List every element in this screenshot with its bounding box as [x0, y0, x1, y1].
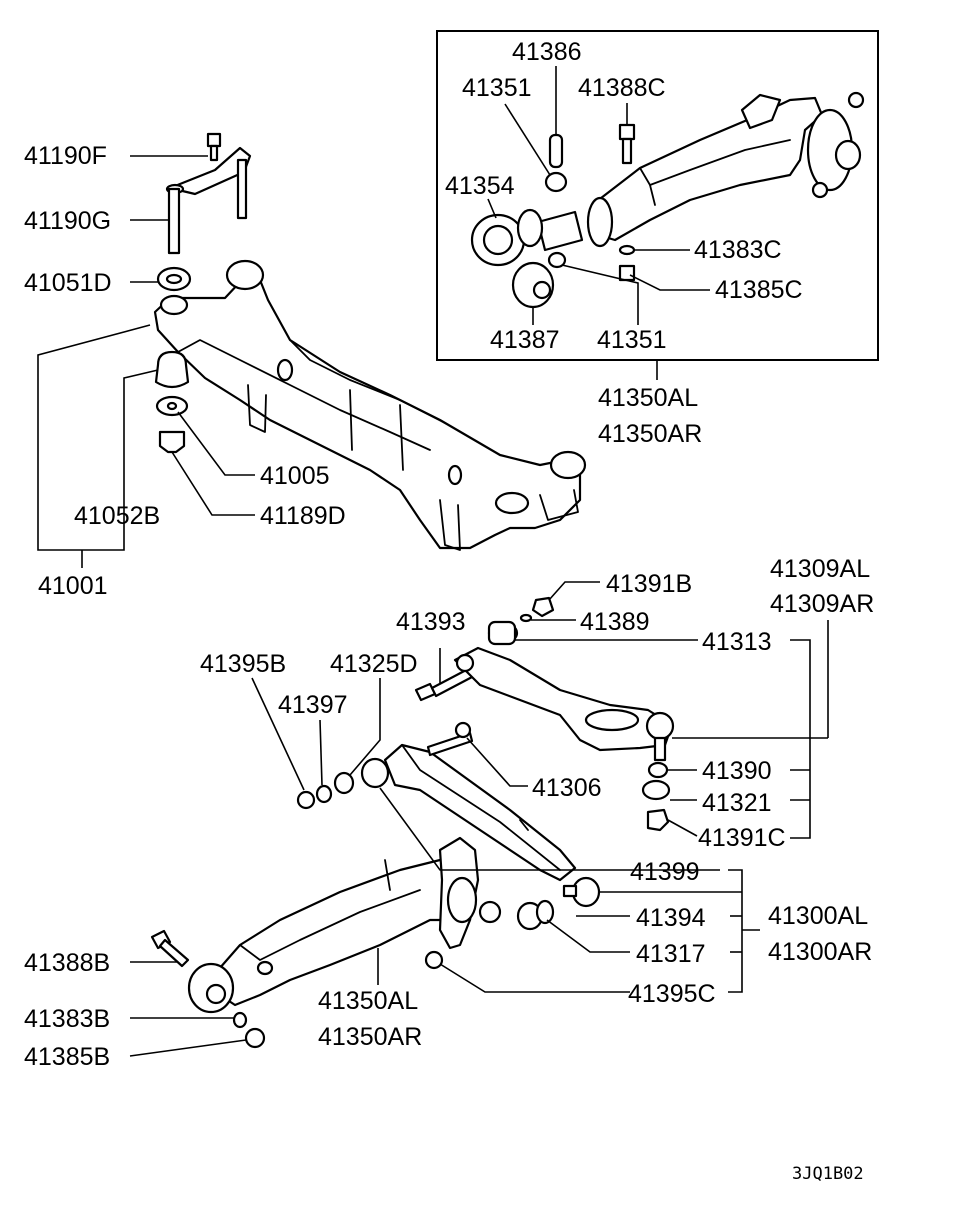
label-41395c: 41395C — [628, 980, 716, 1008]
part-labels: 41386 41351 41388C 41354 41383C 41385C 4… — [24, 38, 874, 1184]
label-41325d: 41325D — [330, 650, 418, 678]
label-41313: 41313 — [702, 628, 772, 656]
label-41317: 41317 — [636, 940, 706, 968]
label-41383b: 41383B — [24, 1005, 110, 1033]
label-41300al: 41300AL — [768, 902, 868, 930]
label-41351-lower: 41351 — [597, 326, 667, 354]
trailing-arm-inset-drawing — [470, 91, 865, 309]
label-41388b: 41388B — [24, 949, 110, 977]
label-41390: 41390 — [702, 757, 772, 785]
stabilizer-bracket-drawing — [156, 132, 252, 292]
label-41351-upper: 41351 — [462, 74, 532, 102]
label-41189d: 41189D — [260, 502, 346, 530]
label-41350ar-top: 41350AR — [598, 420, 702, 448]
lower-arm-drawing — [150, 721, 601, 1049]
label-41385b: 41385B — [24, 1043, 110, 1071]
label-41190g: 41190G — [24, 207, 111, 235]
label-41350al-top: 41350AL — [598, 384, 698, 412]
label-41005: 41005 — [260, 462, 330, 490]
label-41386: 41386 — [512, 38, 582, 66]
label-41306: 41306 — [532, 774, 602, 802]
label-41394: 41394 — [636, 904, 706, 932]
label-41051d: 41051D — [24, 269, 112, 297]
label-41387: 41387 — [490, 326, 560, 354]
label-41354: 41354 — [445, 172, 515, 200]
label-41399: 41399 — [630, 858, 700, 886]
crossmember-drawing — [153, 259, 587, 551]
label-41388c: 41388C — [578, 74, 666, 102]
label-41300ar: 41300AR — [768, 938, 872, 966]
label-41190f: 41190F — [24, 142, 107, 170]
label-41321: 41321 — [702, 789, 772, 817]
label-41389: 41389 — [580, 608, 650, 636]
label-41385c: 41385C — [715, 276, 803, 304]
label-41397: 41397 — [278, 691, 348, 719]
label-41391c: 41391C — [698, 824, 786, 852]
mount-stack-drawing — [154, 350, 190, 454]
label-41309al: 41309AL — [770, 555, 870, 583]
label-41001: 41001 — [38, 572, 108, 600]
diagram-code: 3JQ1B02 — [792, 1164, 864, 1184]
label-41395b: 41395B — [200, 650, 286, 678]
leader-lines — [37, 66, 829, 1057]
label-41393: 41393 — [396, 608, 466, 636]
label-41052b: 41052B — [74, 502, 160, 530]
label-41391b: 41391B — [606, 570, 692, 598]
label-41383c: 41383C — [694, 236, 782, 264]
upper-arm-drawing — [414, 596, 675, 832]
label-41350ar-bottom: 41350AR — [318, 1023, 422, 1051]
label-41309ar: 41309AR — [770, 590, 874, 618]
label-41350al-bottom: 41350AL — [318, 987, 418, 1015]
